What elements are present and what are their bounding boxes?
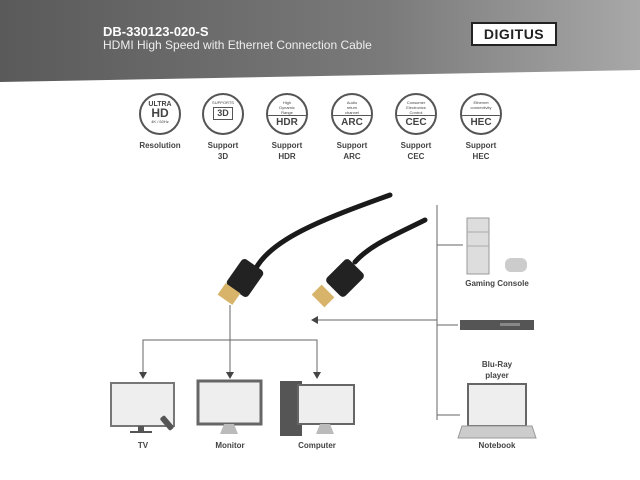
feature-label: Support — [400, 141, 432, 150]
notebook-icon — [457, 383, 537, 439]
device-label-notebook: Notebook — [478, 441, 516, 450]
feature-label: Support — [207, 141, 239, 150]
arrow-icon — [311, 316, 318, 324]
feature-label: ARC — [343, 152, 361, 161]
product-subtitle: HDMI High Speed with Ethernet Connection… — [103, 38, 372, 52]
arrow-heads — [139, 316, 321, 379]
feature-label: HEC — [472, 152, 490, 161]
monitor-icon — [196, 379, 263, 434]
hdmi-cable — [252, 192, 428, 273]
connection-lines — [142, 205, 463, 420]
device-label-tv: TV — [137, 441, 149, 450]
feature-label: 3D — [217, 152, 229, 161]
feature-label: Resolution — [139, 141, 181, 150]
feature-label: Support — [336, 141, 368, 150]
feature-label: CEC — [407, 152, 425, 161]
cable-wire — [352, 217, 428, 265]
arrow-icon — [226, 372, 234, 379]
arrow-icon — [139, 372, 147, 379]
computer-icon — [280, 381, 355, 436]
device-label-monitor: Monitor — [215, 441, 245, 450]
arrow-icon — [313, 372, 321, 379]
device-label-bluray: Blu-Ray player — [481, 360, 513, 380]
gaming-console-icon — [466, 217, 527, 275]
model-number: DB-330123-020-S — [103, 24, 209, 39]
bluray-player-icon — [460, 320, 534, 330]
hdmi-connector-left — [217, 259, 264, 305]
feature-label: HDR — [278, 152, 296, 161]
device-label-computer: Computer — [298, 441, 336, 450]
tv-icon — [110, 382, 175, 433]
hdmi-connector-right — [311, 259, 364, 308]
device-label-console: Gaming Console — [465, 279, 529, 288]
cable-wire — [252, 192, 393, 273]
digitus-logo: DIGITUS — [471, 22, 557, 46]
feature-label: Support — [271, 141, 303, 150]
feature-label: Support — [465, 141, 497, 150]
